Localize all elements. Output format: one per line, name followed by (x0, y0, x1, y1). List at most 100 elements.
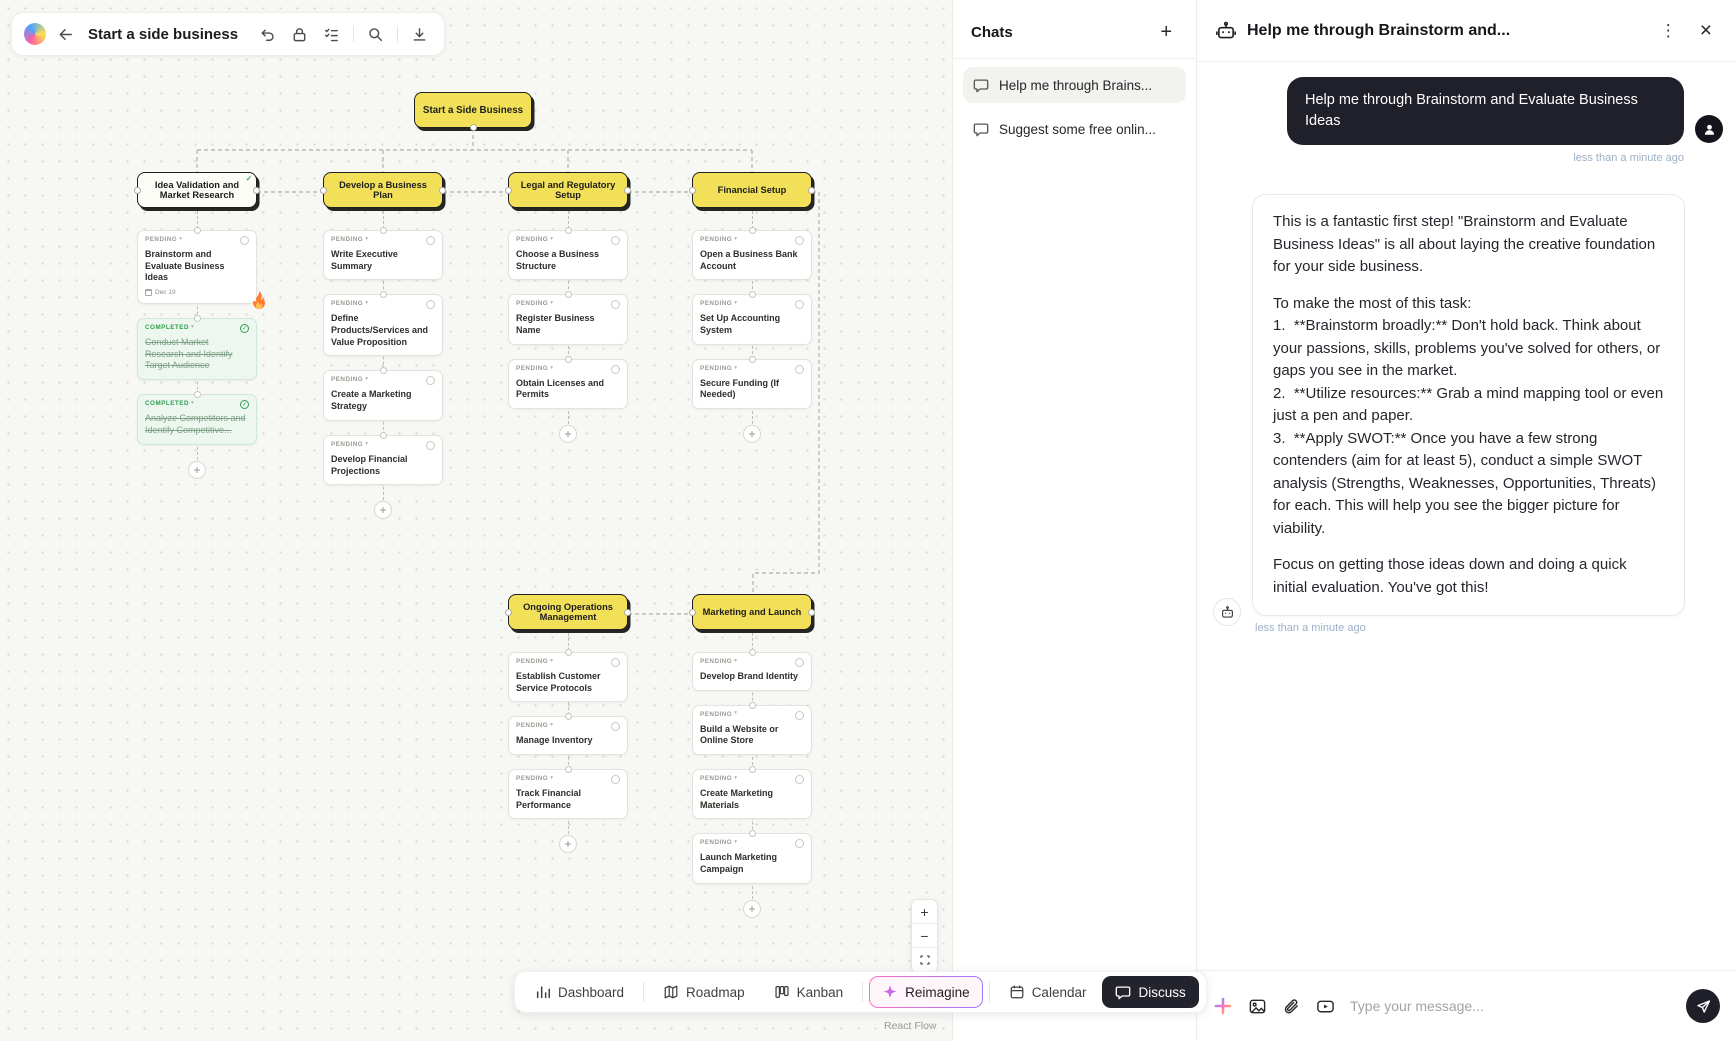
category-node-ongoing-operations[interactable]: Ongoing Operations Management (505, 594, 631, 630)
category-label: Legal and Regulatory Setup (520, 180, 616, 200)
add-attachment-button[interactable] (1213, 996, 1233, 1016)
add-task-button[interactable]: + (743, 899, 761, 918)
task-card[interactable]: PENDING▾Write Executive Summary (323, 226, 443, 281)
flow-root-node[interactable]: Start a Side Business (414, 92, 532, 131)
image-upload-button[interactable] (1248, 997, 1267, 1016)
toolbar-item-kanban[interactable]: Kanban (761, 976, 857, 1008)
task-card[interactable]: PENDING▾Create Marketing Materials (692, 766, 812, 820)
chevron-down-icon: ▾ (734, 774, 737, 781)
task-card[interactable]: COMPLETED▾✓Conduct Market Research and I… (137, 315, 257, 381)
task-card[interactable]: PENDING▾Develop Brand Identity (692, 649, 812, 691)
download-button[interactable] (407, 22, 432, 47)
task-check-circle[interactable] (795, 300, 804, 310)
new-chat-button[interactable]: + (1154, 20, 1178, 44)
category-node-financial-setup[interactable]: Financial Setup (689, 172, 815, 208)
task-card[interactable]: PENDING▾Manage Inventory (508, 713, 628, 756)
add-task-button[interactable]: + (559, 835, 577, 854)
task-card[interactable]: PENDING▾Build a Website or Online Store (692, 701, 812, 756)
task-card[interactable]: PENDING▾Obtain Licenses and Permits (508, 355, 628, 410)
category-node-legal-setup[interactable]: Legal and Regulatory Setup (505, 172, 631, 208)
task-card[interactable]: COMPLETED▾✓Analyze Competitors and Ident… (137, 391, 257, 445)
add-task-button[interactable]: + (743, 425, 761, 444)
task-complete-icon[interactable]: ✓ (240, 400, 249, 410)
task-card[interactable]: PENDING▾Define Products/Services and Val… (323, 291, 443, 357)
task-card-header: PENDING▾ (700, 839, 804, 849)
task-card[interactable]: PENDING▾Choose a Business Structure (508, 226, 628, 281)
task-card[interactable]: PENDING▾Set Up Accounting System (692, 291, 812, 345)
task-check-circle[interactable] (426, 300, 435, 310)
chevron-down-icon: ▾ (550, 774, 553, 781)
add-task-button[interactable]: + (559, 425, 577, 444)
chat-list-item[interactable]: Help me through Brains... (963, 67, 1186, 103)
toolbar-item-dashboard[interactable]: Dashboard (522, 976, 637, 1008)
category-node-business-plan[interactable]: Develop a Business Plan (320, 172, 446, 208)
lock-icon (293, 27, 306, 41)
back-button[interactable] (53, 22, 78, 47)
zoom-in-button[interactable]: + (912, 900, 937, 924)
attach-file-button[interactable] (1282, 997, 1301, 1016)
paperclip-icon (1284, 998, 1298, 1013)
toolbar-item-discuss[interactable]: Discuss (1102, 976, 1199, 1008)
task-check-circle[interactable] (240, 236, 249, 245)
task-card[interactable]: PENDING▾Create a Marketing Strategy (323, 367, 443, 421)
task-card[interactable]: PENDING▾Develop Financial Projections (323, 431, 443, 486)
add-task-button[interactable]: + (188, 460, 206, 479)
task-check-circle[interactable] (611, 722, 620, 732)
task-card[interactable]: PENDING▾Brainstorm and Evaluate Business… (137, 226, 265, 310)
search-button[interactable] (363, 22, 388, 47)
task-check-circle[interactable] (611, 300, 620, 310)
task-card[interactable]: PENDING▾ Register Business Name (508, 291, 628, 345)
task-check-circle[interactable] (795, 710, 804, 720)
task-card[interactable]: PENDING▾Open a Business Bank Account (692, 226, 812, 281)
task-check-circle[interactable] (611, 364, 620, 374)
reactflow-attribution[interactable]: React Flow (884, 1020, 937, 1032)
task-check-circle[interactable] (426, 376, 435, 386)
task-card[interactable]: PENDING▾Track Financial Performance (508, 766, 628, 820)
task-check-circle[interactable] (795, 839, 804, 849)
toolbar-item-calendar[interactable]: Calendar (996, 976, 1100, 1008)
task-check-circle[interactable] (426, 440, 435, 450)
toolbar-item-reimagine[interactable]: Reimagine (869, 976, 983, 1008)
task-label: Register Business Name (516, 313, 595, 336)
task-complete-icon[interactable]: ✓ (240, 324, 249, 334)
chat-list-item[interactable]: Suggest some free onlin... (963, 111, 1186, 147)
task-card[interactable]: PENDING▾Secure Funding (If Needed) (692, 355, 812, 410)
video-button[interactable] (1316, 997, 1335, 1016)
task-check-circle[interactable] (795, 775, 804, 785)
toolbar-item-roadmap[interactable]: Roadmap (650, 976, 758, 1008)
message-input[interactable] (1350, 998, 1671, 1014)
undo-button[interactable] (255, 22, 280, 47)
plus-gradient-icon (1214, 997, 1232, 1015)
task-card-header: PENDING▾ (516, 300, 620, 310)
category-node-marketing-launch[interactable]: Marketing and Launch (689, 594, 815, 630)
task-card[interactable]: PENDING▾Establish Customer Service Proto… (508, 648, 628, 703)
chat-menu-button[interactable]: ⋮ (1653, 19, 1684, 43)
check-icon: ✓ (245, 174, 252, 183)
task-check-circle[interactable] (795, 236, 804, 245)
task-check-circle[interactable] (795, 364, 804, 374)
task-check-circle[interactable] (795, 658, 804, 667)
task-check-circle[interactable] (611, 658, 620, 667)
task-card-header: PENDING▾ (516, 658, 620, 667)
add-task-button[interactable]: + (374, 501, 392, 520)
fit-view-button[interactable] (912, 948, 937, 972)
send-button[interactable] (1686, 989, 1720, 1023)
task-check-circle[interactable] (611, 775, 620, 785)
task-status-wrap: PENDING▾ (516, 300, 553, 307)
task-label: Manage Inventory (516, 735, 593, 746)
zoom-out-button[interactable]: − (912, 924, 937, 948)
task-status-wrap: COMPLETED▾ (145, 324, 194, 331)
chevron-down-icon: ▾ (191, 399, 194, 406)
category-node-idea-validation[interactable]: Idea Validation and Market Research✓ (134, 172, 260, 208)
checklist-button[interactable] (319, 22, 344, 47)
task-check-circle[interactable] (611, 236, 620, 245)
flow-canvas[interactable]: Start a Side Business Idea Validation an… (0, 0, 952, 1041)
task-card[interactable]: PENDING▾Launch Marketing Campaign (692, 830, 812, 884)
close-chat-button[interactable]: × (1694, 20, 1718, 41)
lock-button[interactable] (287, 22, 312, 47)
task-check-circle[interactable] (426, 236, 435, 245)
task-status: PENDING (516, 722, 549, 730)
toolbar-separator (643, 982, 645, 1002)
